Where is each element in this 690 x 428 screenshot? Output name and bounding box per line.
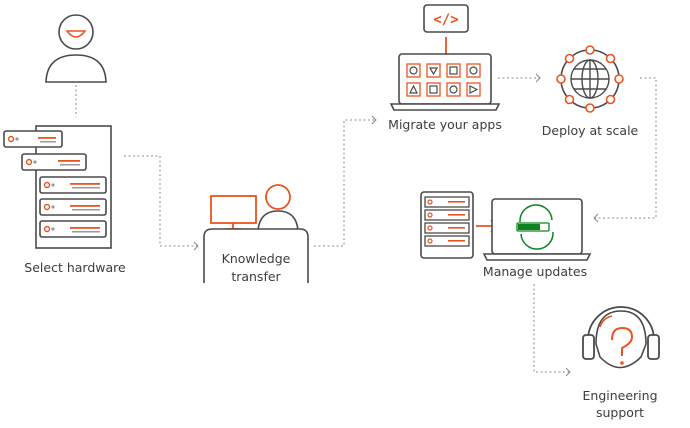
connector-deploy-to-manage (594, 77, 657, 219)
step-label-engineering-support-line2: support (596, 405, 644, 420)
person-body (257, 210, 299, 231)
desk-outline (203, 228, 309, 283)
server-rack-icon (3, 125, 112, 249)
step-label-engineering-support-line1: Engineering (582, 388, 658, 403)
step-label-knowledge-transfer-line1: Knowledge (221, 251, 291, 266)
connector-knowledge-to-migrate (314, 119, 376, 247)
person-head (265, 184, 291, 210)
connector-manage-to-support (533, 284, 570, 373)
server-update-icon (420, 191, 474, 259)
step-label-manage-updates: Manage updates (482, 264, 588, 279)
teacher-desk-icon (203, 184, 309, 283)
arrowhead-icon (535, 73, 541, 83)
step-label-knowledge-transfer-line2: transfer (231, 269, 281, 284)
refresh-arc-icon (520, 231, 554, 250)
connectors (75, 77, 657, 373)
monitor-screen (210, 195, 257, 224)
arrowhead-icon (565, 367, 571, 377)
step-label-deploy-at-scale: Deploy at scale (541, 123, 639, 138)
laptop-apps-icon (389, 53, 501, 111)
code-icon: </> (423, 4, 469, 62)
code-glyph: </> (433, 12, 458, 28)
connector-hardware-to-knowledge (124, 155, 198, 247)
step-label-migrate-apps: Migrate your apps (388, 117, 502, 132)
microphone-boom (599, 315, 613, 328)
step-label-select-hardware: Select hardware (24, 260, 126, 275)
progress-bar-fill (518, 224, 540, 230)
question-mark-icon (611, 326, 634, 356)
refresh-arc-icon (519, 204, 553, 223)
arrowhead-icon (193, 241, 199, 251)
connector-arrowheads (193, 73, 599, 377)
arrowhead-icon (593, 213, 599, 223)
user-icon (45, 14, 107, 83)
headset-support-icon (582, 306, 660, 369)
globe-network-icon (556, 45, 624, 113)
laptop-update-icon (482, 198, 592, 261)
arrowhead-icon (371, 115, 377, 125)
